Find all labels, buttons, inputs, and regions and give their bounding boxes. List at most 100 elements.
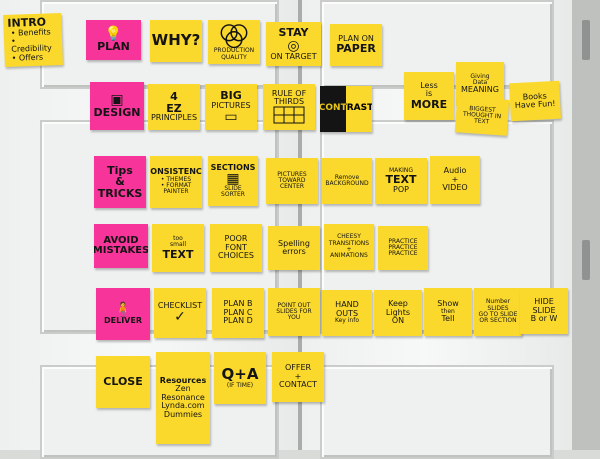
note-practice-line: PRACTICE [388, 250, 418, 258]
note-handouts: HAND OUTS Key info [322, 290, 372, 336]
note-qa-line: Q+A [221, 364, 259, 383]
note-bigpics: BIG PICTURES ▭ [205, 84, 257, 130]
note-consistency: CONSISTENCY • THEMES • FORMAT PAINTER [150, 156, 202, 208]
note-bigpics-line: BIG [220, 89, 242, 103]
note-audio-line: VIDEO [442, 183, 468, 193]
note-text: BIGGEST THOUGHT IN TEXT [454, 96, 510, 136]
note-meaning-line: Data [472, 78, 488, 86]
note-less-line: Less [420, 80, 438, 90]
hinge-bottom [582, 240, 590, 280]
note-number-line: Number [485, 298, 511, 306]
note-show-line: Show [437, 299, 459, 309]
note-ez-line: 4 [170, 90, 178, 104]
note-makingtext-line: TEXT [385, 173, 417, 187]
note-deliver: 🧍 DELIVER [96, 288, 150, 340]
note-resources: Resources Zen Resonance Lynda.com Dummie… [156, 352, 210, 444]
note-design: ▣ DESIGN [90, 82, 144, 130]
note-hide-line: HIDE [534, 297, 554, 307]
lightbulb-icon: 💡 [104, 26, 123, 43]
note-pictures-label: PICTURES TOWARD CENTER [277, 170, 307, 191]
note-ez-line: PRINCIPLES [150, 113, 198, 123]
note-hide-line: B or W [530, 314, 558, 324]
note-show: Show then Tell [424, 288, 472, 336]
note-resources-item: Resonance [161, 392, 205, 402]
note-close-label: CLOSE [103, 375, 143, 389]
note-hide: HIDE SLIDE B or W [520, 288, 568, 334]
note-lights-line: Lights [385, 307, 411, 317]
note-spelling-line: errors [282, 247, 306, 256]
note-toosmall: too small TEXT [152, 224, 204, 272]
note-thirds: RULE OF THIRDS [263, 84, 315, 130]
note-meaning-line: MEANING [461, 85, 499, 95]
note-tips: Tips & TRICKS [94, 156, 146, 208]
note-offer-line: OFFER [284, 363, 312, 373]
note-resources-title: Resources [159, 376, 207, 386]
note-design-label: DESIGN [93, 106, 141, 120]
note-number-line: SLIDES [487, 304, 509, 312]
note-pointout: POINT OUT SLIDES FOR YOU [268, 288, 320, 336]
note-consistency-item: • FORMAT PAINTER [160, 182, 192, 196]
note-target: STAY ◎ ON TARGET [266, 22, 321, 66]
grid-icon [273, 106, 305, 124]
note-fun-label: Books Have Fun! [514, 90, 556, 111]
venn-icon [220, 24, 248, 49]
note-number: Number SLIDES GO TO SLIDE OR SECTION [474, 288, 522, 336]
note-sections: SECTIONS ▦ SLIDE SORTER [208, 156, 258, 206]
note-plan-label: PLAN [97, 40, 130, 54]
note-lights: Keep Lights ON [374, 290, 422, 336]
note-handouts-line: Key info [334, 317, 360, 325]
note-intro: INTRO • Benefits • Credibility • Offers [3, 13, 63, 67]
note-avoid-label: AVOID MISTAKES [94, 234, 148, 256]
note-why-label: WHY? [151, 31, 201, 50]
note-planb-line: PLAN B [223, 299, 253, 309]
note-poorfont-line: FONT [225, 242, 247, 252]
note-fun: Books Have Fun! [509, 80, 561, 122]
slide-icon: ▣ [110, 92, 124, 109]
note-poorfont-line: POOR [224, 234, 248, 244]
note-qa-line: (IF TIME) [226, 381, 254, 389]
note-spelling: Spelling errors [268, 226, 320, 270]
note-makingtext-line: MAKING [388, 166, 414, 174]
note-plan: 💡 PLAN [86, 20, 141, 60]
note-audio: Audio + VIDEO [430, 156, 480, 204]
note-text-label: BIGGEST THOUGHT IN TEXT [462, 104, 502, 126]
note-consistency-line: CONSISTENCY [150, 167, 202, 177]
note-handouts-line: HAND OUTS [335, 300, 359, 318]
note-ez: 4 EZ PRINCIPLES [148, 84, 200, 130]
note-resources-item: Lynda.com [161, 401, 205, 411]
note-offer-line: CONTACT [279, 380, 317, 390]
note-makingtext: MAKING TEXT POP [375, 158, 427, 204]
note-offer-line: + [294, 371, 302, 381]
note-tips-line: Tips [107, 163, 133, 177]
note-deliver-label: DELIVER [104, 315, 142, 325]
note-makingtext-line: POP [393, 184, 409, 194]
note-audio-line: + [451, 174, 459, 184]
note-remove-label: Remove BACKGROUND [325, 173, 369, 187]
note-checklist-label: CHECKLIST [157, 300, 203, 310]
note-show-line: then [441, 307, 455, 315]
note-planb-line: PLAN D [223, 316, 253, 326]
note-less-line: MORE [410, 97, 448, 111]
note-hide-line: SLIDE [532, 305, 556, 315]
note-sections-line: SECTIONS [210, 162, 256, 172]
note-toosmall-line: small [170, 241, 186, 249]
note-tips-line: & [115, 175, 125, 189]
note-target-line: ON TARGET [270, 51, 317, 61]
note-meaning-line: Giving [470, 72, 490, 80]
presenter-icon: 🧍 [114, 301, 132, 318]
note-number-line: GO TO SLIDE OR SECTION [478, 311, 518, 325]
hinge-top [582, 20, 590, 60]
note-resources-item: Zen [175, 384, 191, 394]
note-lights-line: Keep [388, 299, 408, 309]
note-less-line: is [425, 89, 433, 99]
note-quality: PRODUCTION QUALITY [208, 20, 260, 64]
note-resources-item: Dummies [163, 409, 203, 419]
note-bigpics-line: PICTURES [211, 100, 251, 110]
note-lights-line: ON [391, 316, 405, 326]
note-paper-line: PAPER [336, 42, 376, 56]
note-contrast: CONTRAST [320, 86, 372, 132]
note-remove: Remove BACKGROUND [322, 158, 372, 204]
checkmark-icon: ✓ [174, 309, 186, 326]
note-spelling-line: Spelling [278, 238, 310, 248]
target-icon: ◎ [287, 37, 300, 54]
